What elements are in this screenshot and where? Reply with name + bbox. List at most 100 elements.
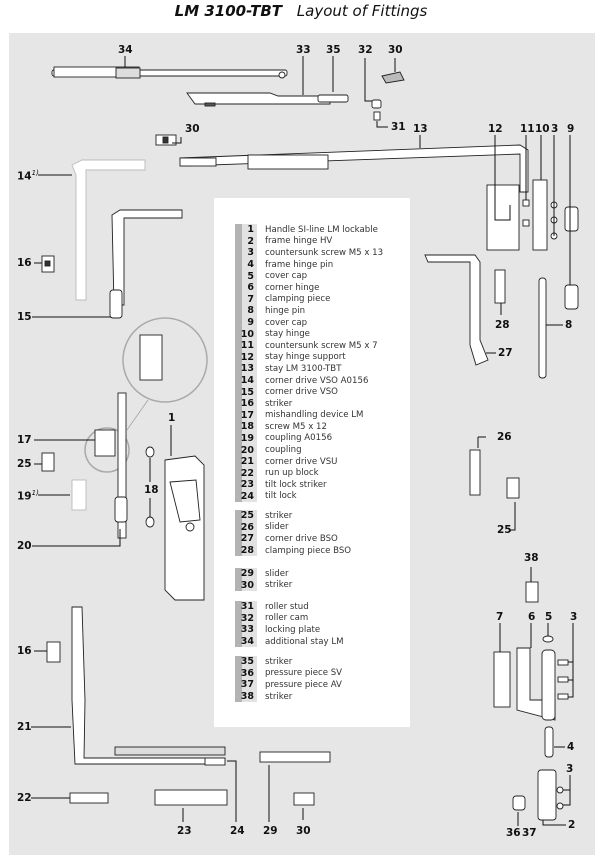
legend-item-number: 17 <box>235 409 257 422</box>
callout-37: 37 <box>522 827 537 839</box>
callout-21: 21 <box>17 721 32 733</box>
legend-item-label: pressure piece SV <box>265 668 343 679</box>
part-frame-hinge-pin <box>544 726 554 758</box>
callout-38: 38 <box>524 552 539 564</box>
legend-item-label: cover cap <box>265 271 308 282</box>
part-striker-16b <box>46 641 61 663</box>
legend-item-number: 27 <box>235 533 257 545</box>
legend-item-number: 6 <box>235 281 257 294</box>
part-pressure-piece <box>512 795 526 811</box>
callout-9: 9 <box>567 123 575 135</box>
legend-item-number: 18 <box>235 421 257 433</box>
part-striker-38 <box>525 581 539 603</box>
callout-33: 33 <box>296 44 311 56</box>
callout-22: 22 <box>17 792 32 804</box>
part-roller-cam <box>371 99 382 109</box>
legend-item: 17 mishandling device LM <box>235 409 383 422</box>
part-coupling-a0156 <box>71 479 87 511</box>
legend-item-label: striker <box>265 580 293 591</box>
part-striker-top <box>381 71 405 84</box>
footnote-marker: 1) <box>31 489 39 497</box>
part-locking-plate <box>186 92 349 107</box>
callout-23: 23 <box>177 825 192 837</box>
callout-3-right: 3 <box>570 611 578 623</box>
legend-item-label: pressure piece AV <box>265 679 342 690</box>
part-roller-stud <box>373 111 381 121</box>
legend-item-label: mishandling device LM <box>265 410 364 421</box>
legend-item-label: striker <box>265 398 293 409</box>
legend-item-label: coupling A0156 <box>265 433 333 444</box>
legend-item-number: 30 <box>235 579 257 592</box>
legend-item-number: 28 <box>235 544 257 557</box>
legend-item-label: corner drive VSO A0156 <box>265 375 369 386</box>
callout-29: 29 <box>263 825 278 837</box>
legend-item-label: roller cam <box>265 613 309 624</box>
legend-item-number: 12 <box>235 351 257 364</box>
callout-3-top: 3 <box>551 123 559 135</box>
legend-item-number: 22 <box>235 467 257 480</box>
footnote-marker: 1) <box>31 169 39 177</box>
legend-item-number: 31 <box>235 601 257 613</box>
legend-item-label: additional stay LM <box>265 636 344 647</box>
legend-item-label: countersunk screw M5 x 7 <box>265 340 378 351</box>
part-slider-29 <box>259 751 331 763</box>
callout-13: 13 <box>413 123 428 135</box>
legend-item-number: 9 <box>235 316 257 329</box>
callout-30-mid: 30 <box>185 123 200 135</box>
callout-35: 35 <box>326 44 341 56</box>
page-subtitle: Layout of Fittings <box>296 2 428 20</box>
legend-item-label: corner drive VSO <box>265 387 338 398</box>
part-clamping-piece-bso <box>494 269 506 304</box>
part-cover-cap <box>564 206 579 232</box>
part-stay-hinge-support <box>486 184 520 251</box>
legend-item-number: 29 <box>235 568 257 580</box>
legend-item-label: tilt lock striker <box>265 479 327 490</box>
leader-lines <box>31 56 574 826</box>
legend-item-label: tilt lock <box>265 491 297 502</box>
callout-14: 141) <box>17 170 39 182</box>
legend-item-number: 2 <box>235 235 257 248</box>
part-clamping-piece <box>493 651 511 708</box>
legend-item-label: roller stud <box>265 601 309 612</box>
part-striker-30c <box>293 792 315 806</box>
legend-item-label: slider <box>265 568 289 579</box>
legend-item-number: 3 <box>235 247 257 259</box>
legend-item-number: 8 <box>235 305 257 317</box>
legend-item-label: countersunk screw M5 x 13 <box>265 247 384 258</box>
callout-26: 26 <box>497 431 512 443</box>
part-screws-3b <box>557 659 569 666</box>
callout-17: 17 <box>17 434 32 446</box>
legend-item: 3 countersunk screw M5 x 13 <box>235 247 383 259</box>
part-handle <box>164 455 205 601</box>
legend-item-label: stay hinge <box>265 329 310 340</box>
legend-item-number: 14 <box>235 374 257 387</box>
part-run-up-block <box>69 792 109 804</box>
legend-item-number: 38 <box>235 690 257 703</box>
